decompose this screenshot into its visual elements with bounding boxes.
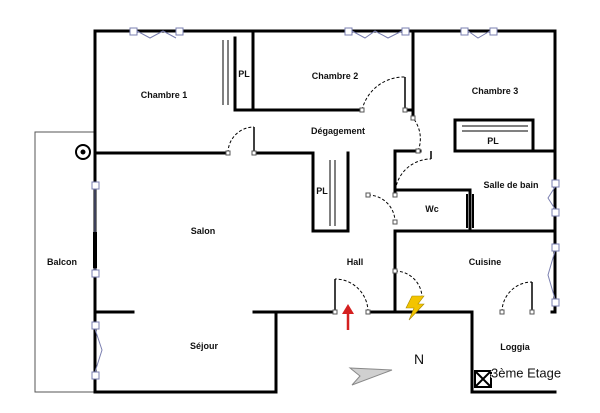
walls xyxy=(93,29,557,394)
room-label-cuisine: Cuisine xyxy=(468,257,502,267)
window-sashes xyxy=(94,30,556,373)
floor-label: 3ème Etage xyxy=(491,365,562,381)
room-label-loggia: Loggia xyxy=(500,342,530,352)
closet-label-pl-1: PL xyxy=(238,69,250,79)
closet-label-pl-2: PL xyxy=(316,186,328,196)
room-label-wc: Wc xyxy=(425,204,439,214)
room-label-hall: Hall xyxy=(346,257,364,267)
doors xyxy=(227,76,533,313)
room-label-salle-de-bain: Salle de bain xyxy=(483,180,539,190)
wall-nodes xyxy=(225,107,535,315)
balcony-outline xyxy=(34,131,95,393)
electric-panel-icon xyxy=(405,295,425,321)
closet-doors xyxy=(222,40,528,226)
windows xyxy=(91,27,560,380)
bath-fixture xyxy=(466,194,474,228)
room-label-balcon: Balcon xyxy=(46,257,78,267)
room-label-sejour: Séjour xyxy=(189,341,219,351)
compass-north-label: N xyxy=(413,351,425,367)
room-label-chambre-1: Chambre 1 xyxy=(140,90,188,100)
room-label-salon: Salon xyxy=(190,226,216,236)
drain-icon xyxy=(474,370,492,388)
light-fixture-icon xyxy=(75,144,91,160)
room-label-chambre-2: Chambre 2 xyxy=(311,71,359,81)
closet-label-pl-3: PL xyxy=(487,136,499,146)
room-label-chambre-3: Chambre 3 xyxy=(471,86,519,96)
room-label-degagement: Dégagement xyxy=(310,126,366,136)
entrance-arrow-icon xyxy=(342,304,354,330)
compass-arrow-icon xyxy=(348,367,393,386)
door-leaves xyxy=(253,77,533,312)
